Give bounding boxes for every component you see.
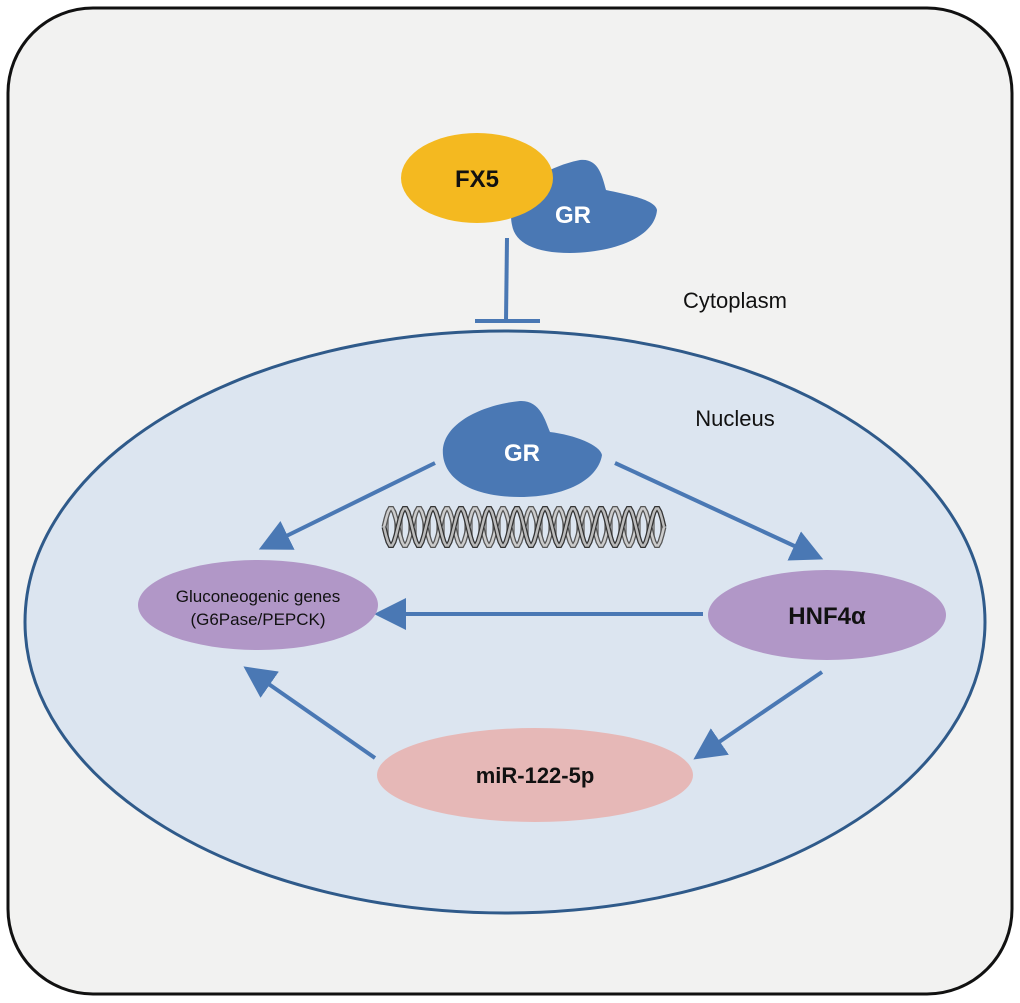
arrow-gr-to-gluconeogenic: [258, 461, 436, 550]
gr-cytoplasm-label: GR: [555, 202, 591, 229]
dna-strand: [382, 507, 666, 547]
gluconeogenic-genes-label-line1: Gluconeogenic genes: [176, 587, 340, 606]
nucleus-label: Nucleus: [695, 406, 774, 431]
cytoplasm-label: Cytoplasm: [683, 288, 787, 313]
fx5-label: FX5: [455, 166, 499, 193]
mir-122-5p-node: [377, 728, 693, 822]
gr-nucleus-label: GR: [504, 440, 540, 467]
arrow-mir-to-gluconeogenic: [243, 666, 377, 760]
hnf4a-node: [708, 570, 946, 660]
mir-122-5p-label: miR-122-5p: [476, 763, 595, 788]
nucleus: [23, 329, 987, 915]
inhibition-line: [504, 237, 509, 322]
fx5-ellipse: [401, 133, 553, 223]
gluconeogenic-genes-label-line2: (G6Pase/PEPCK): [190, 610, 325, 629]
arrow-gr-to-hnf4a: [614, 461, 824, 561]
arrow-hnf4a-to-mir: [693, 670, 824, 760]
gluconeogenic-genes-node: [138, 560, 378, 650]
hnf4a-label: HNF4α: [788, 603, 866, 630]
gr-nucleus-shape: [442, 400, 602, 497]
dna-helix-icon: [381, 506, 667, 548]
